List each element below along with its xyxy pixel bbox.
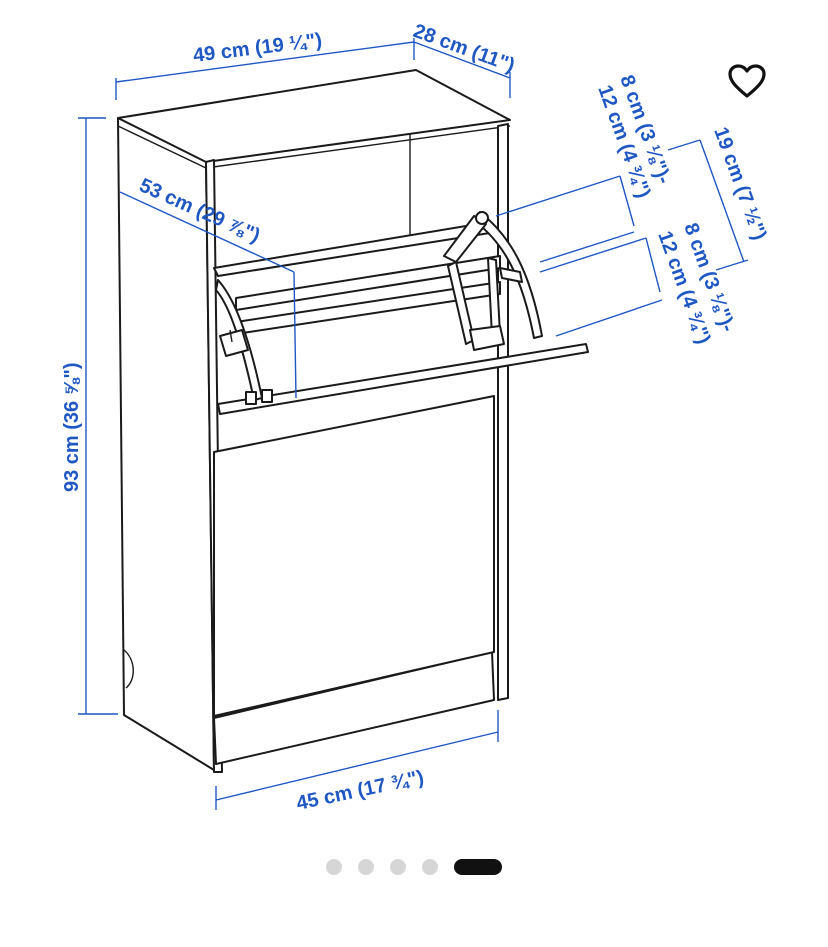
heart-outline-icon <box>728 64 766 98</box>
dimension-bottom-width: 45 cm (17 ¾") <box>294 766 425 814</box>
carousel-dot-2[interactable] <box>358 859 374 875</box>
shoe-cabinet-illustration <box>117 69 589 773</box>
favorite-button[interactable] <box>722 56 772 106</box>
dimension-top-width: 49 cm (19 ¼") <box>192 29 323 67</box>
dimension-height: 93 cm (36 ⅝") <box>61 362 83 492</box>
carousel-dot-4[interactable] <box>422 859 438 875</box>
dimension-lines <box>78 38 749 810</box>
carousel-pagination <box>0 856 828 878</box>
carousel-dot-5-active[interactable] <box>454 859 502 875</box>
dimension-compartment: 19 cm (7 ½") <box>709 124 770 243</box>
carousel-dot-1[interactable] <box>326 859 342 875</box>
carousel-dot-3[interactable] <box>390 859 406 875</box>
dimension-depth: 28 cm (11") <box>410 20 517 77</box>
